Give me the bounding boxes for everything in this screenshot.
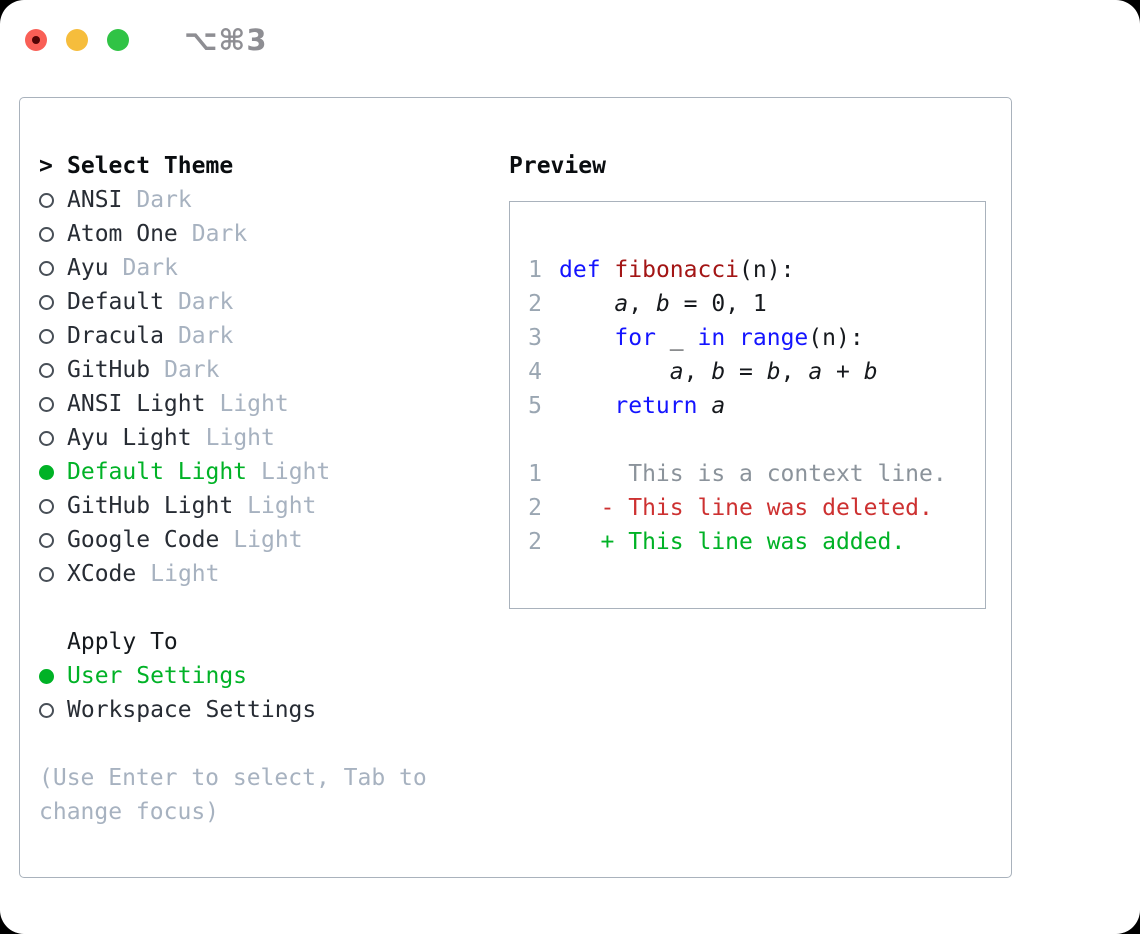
code-line: 2 a, b = 0, 1	[528, 287, 985, 321]
theme-variant: Dark	[177, 323, 234, 349]
theme-name: XCode	[67, 561, 137, 587]
line-number: 2	[528, 529, 542, 555]
keyboard-shortcut-label: ⌥⌘3	[184, 23, 268, 57]
titlebar: ⌥⌘3	[25, 23, 268, 57]
code-line: 5 return a	[528, 389, 985, 423]
diff-line-context: 1 This is a context line.	[528, 457, 985, 491]
code-line: 3 for _ in range(n):	[528, 321, 985, 355]
radio-icon	[39, 294, 67, 310]
line-number: 2	[528, 495, 542, 521]
theme-option-github-light[interactable]: GitHub Light Light	[39, 489, 469, 523]
radio-icon	[39, 498, 67, 514]
radio-icon	[39, 362, 67, 378]
line-number: 1	[528, 257, 542, 283]
line-number: 5	[528, 393, 542, 419]
blank-line	[528, 423, 985, 457]
theme-variant: Light	[219, 391, 289, 417]
radio-icon	[39, 226, 67, 242]
preview-heading: Preview	[509, 153, 606, 179]
radio-icon	[39, 396, 67, 412]
theme-option-default-light[interactable]: Default Light Light	[39, 455, 469, 489]
radio-icon	[39, 328, 67, 344]
keyboard-hint: (Use Enter to select, Tab to change focu…	[39, 765, 427, 825]
theme-variant: Dark	[177, 289, 234, 315]
zoom-button[interactable]	[107, 29, 129, 51]
line-number: 1	[528, 461, 542, 487]
radio-selected-icon	[39, 668, 67, 684]
select-theme-heading: > Select Theme	[39, 149, 469, 183]
theme-option-ansi[interactable]: ANSI Dark	[39, 183, 469, 217]
minimize-button[interactable]	[66, 29, 88, 51]
code-line: 4 a, b = b, a + b	[528, 355, 985, 389]
diff-line-added: 2 + This line was added.	[528, 525, 985, 559]
close-button[interactable]	[25, 29, 47, 51]
theme-option-dracula[interactable]: Dracula Dark	[39, 319, 469, 353]
radio-icon	[39, 260, 67, 276]
theme-variant: Dark	[122, 255, 178, 281]
radio-icon	[39, 566, 67, 582]
theme-name: Default Light	[67, 459, 248, 485]
theme-name: Ayu Light	[67, 425, 192, 451]
theme-name: Ayu	[67, 255, 109, 281]
theme-name: Default	[67, 289, 164, 315]
theme-option-ayu-light[interactable]: Ayu Light Light	[39, 421, 469, 455]
radio-icon	[39, 430, 67, 446]
theme-name: ANSI Light	[67, 391, 206, 417]
theme-option-ayu[interactable]: Ayu Dark	[39, 251, 469, 285]
theme-option-xcode[interactable]: XCode Light	[39, 557, 469, 591]
diff-text: + This line was added.	[559, 529, 906, 555]
theme-option-github[interactable]: GitHub Dark	[39, 353, 469, 387]
diff-text: This is a context line.	[559, 461, 947, 487]
theme-variant: Dark	[164, 357, 220, 383]
theme-option-google-code[interactable]: Google Code Light	[39, 523, 469, 557]
theme-variant: Light	[233, 527, 303, 553]
radio-selected-icon	[39, 464, 67, 480]
diff-sample: 1 This is a context line.2 - This line w…	[528, 457, 985, 559]
theme-name: ANSI	[67, 187, 123, 213]
theme-variant: Light	[150, 561, 220, 587]
theme-option-atom-one[interactable]: Atom One Dark	[39, 217, 469, 251]
theme-name: GitHub	[67, 357, 151, 383]
spacer	[39, 591, 469, 625]
line-number: 4	[528, 359, 542, 385]
apply-option-label: User Settings	[67, 663, 248, 689]
spacer	[39, 727, 469, 761]
diff-text: - This line was deleted.	[559, 495, 933, 521]
theme-variant: Dark	[191, 221, 248, 247]
diff-line-deleted: 2 - This line was deleted.	[528, 491, 985, 525]
theme-variant: Light	[247, 493, 317, 519]
theme-name: Atom One	[67, 221, 178, 247]
apply-to-title: Apply To	[67, 629, 178, 655]
theme-variant: Light	[261, 459, 331, 485]
apply-option-label: Workspace Settings	[67, 697, 317, 723]
theme-variant: Light	[205, 425, 275, 451]
line-number: 2	[528, 291, 542, 317]
theme-name: Dracula	[67, 323, 164, 349]
focus-arrow-icon: >	[39, 153, 53, 179]
apply-option-workspace-settings[interactable]: Workspace Settings	[39, 693, 469, 727]
theme-name: Google Code	[67, 527, 220, 553]
apply-option-user-settings[interactable]: User Settings	[39, 659, 469, 693]
theme-option-ansi-light[interactable]: ANSI Light Light	[39, 387, 469, 421]
theme-name: GitHub Light	[67, 493, 234, 519]
radio-icon	[39, 192, 67, 208]
select-theme-title: Select Theme	[67, 153, 234, 179]
radio-icon	[39, 532, 67, 548]
record-dot-icon	[32, 36, 40, 44]
theme-variant: Dark	[136, 187, 192, 213]
theme-option-default[interactable]: Default Dark	[39, 285, 469, 319]
radio-icon	[39, 702, 67, 718]
apply-to-heading: Apply To	[39, 625, 469, 659]
line-number: 3	[528, 325, 542, 351]
